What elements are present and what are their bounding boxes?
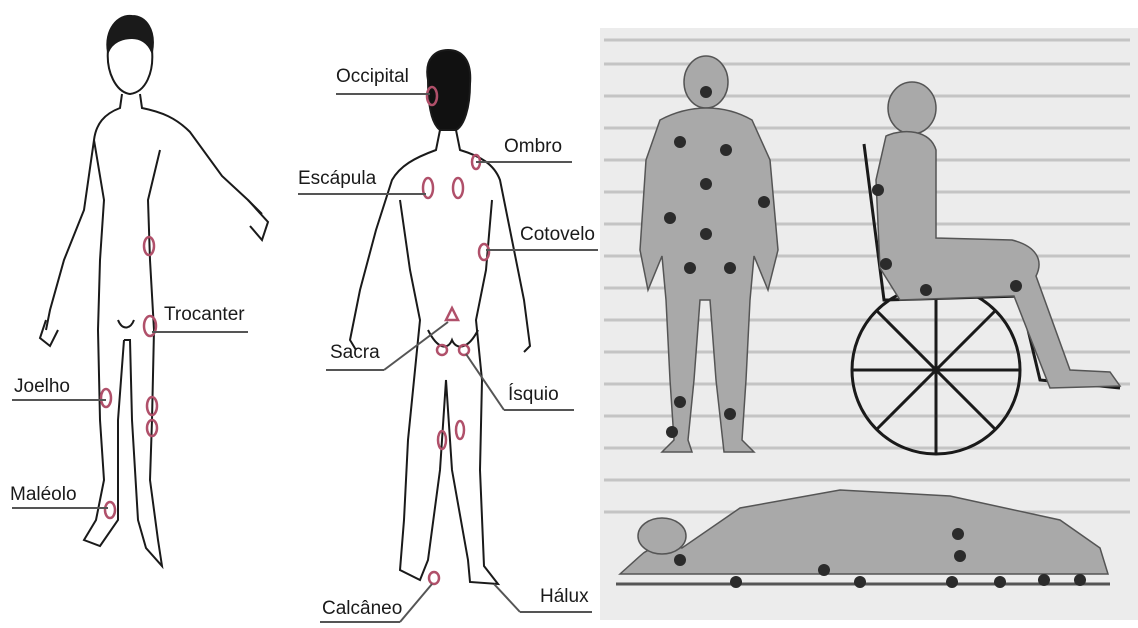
calcaneo-leader-b xyxy=(400,584,432,622)
front-body-outline xyxy=(46,94,262,566)
front-head xyxy=(108,50,153,94)
label-ombro: Ombro xyxy=(504,136,562,157)
mark-front-malleolus xyxy=(105,502,115,518)
label-isquio: Ísquio xyxy=(508,384,559,405)
isquio-leader-a xyxy=(466,354,504,410)
label-calcaneo: Calcâneo xyxy=(322,598,402,619)
halux-leader-a xyxy=(494,584,520,612)
label-occipital: Occipital xyxy=(336,66,409,87)
front-hand-right xyxy=(248,200,268,240)
back-head xyxy=(427,50,470,130)
label-maleolo: Maléolo xyxy=(10,484,77,505)
front-pressure-marks xyxy=(101,237,157,518)
front-hair xyxy=(107,16,153,52)
label-sacra: Sacra xyxy=(330,342,380,363)
label-joelho: Joelho xyxy=(14,376,70,397)
label-cotovelo: Cotovelo xyxy=(520,224,595,245)
front-hand-left xyxy=(40,320,58,346)
label-trocanter: Trocanter xyxy=(164,304,245,325)
mark-back-calf-right xyxy=(456,421,464,439)
mark-sacra xyxy=(446,308,458,320)
mark-front-knee-left xyxy=(101,389,111,407)
back-view-figure xyxy=(350,50,530,584)
front-groin xyxy=(118,320,134,328)
label-halux: Hálux xyxy=(540,586,589,607)
scanned-panel xyxy=(600,28,1138,620)
mark-escapula-right xyxy=(453,178,463,198)
label-escapula: Escápula xyxy=(298,168,377,189)
mark-calcaneo xyxy=(429,572,439,584)
